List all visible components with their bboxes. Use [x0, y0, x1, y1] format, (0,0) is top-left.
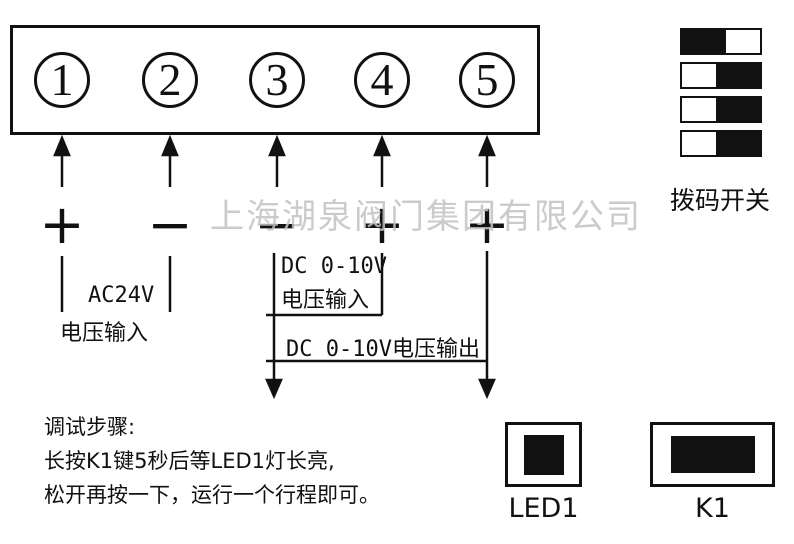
dip-switch-1-knob [682, 30, 726, 53]
dc-output-label: DC 0-10V电压输出 [286, 337, 480, 362]
terminal-1-number: 1 [50, 54, 74, 105]
terminal-1: 1 [34, 52, 90, 108]
led1-indicator [505, 422, 582, 487]
ac-voltage-label-line1: AC24V [88, 283, 155, 308]
dc-down-arrowhead-right [478, 378, 496, 400]
k1-button [650, 422, 775, 487]
terminal-up-arrows [53, 134, 496, 187]
watermark-text: 上海湖泉阀门集团有限公司 [210, 197, 642, 237]
dip-switch-2-knob [716, 64, 760, 87]
terminal-5-number: 5 [475, 54, 499, 105]
k1-label: K1 [695, 493, 730, 524]
dip-switch-4 [680, 130, 762, 157]
instructions-line2: 松开再按一下，运行一个行程即可。 [44, 483, 380, 507]
instructions-line1: 长按K1键5秒后等LED1灯长亮, [44, 449, 335, 473]
ac-voltage-label-line2: 电压输入 [60, 321, 149, 346]
polarity-terminal-1: + [39, 193, 85, 256]
dc-down-arrowhead-left [265, 378, 283, 400]
instructions-title: 调试步骤: [44, 415, 136, 439]
terminal-block: 1 2 3 4 5 [10, 25, 540, 135]
led1-square [523, 434, 564, 475]
k1-button-rect [670, 436, 755, 473]
dip-switch-1 [680, 28, 762, 55]
dip-switch-4-knob [716, 132, 760, 155]
terminal-4-number: 4 [370, 54, 394, 105]
dc-input-label-line2: 电压输入 [281, 288, 370, 313]
terminal-4: 4 [354, 52, 410, 108]
polarity-terminal-4: + [359, 193, 405, 256]
led1-label: LED1 [508, 493, 579, 524]
dip-switch-label: 拨码开关 [670, 186, 771, 215]
dc-input-label-line1: DC 0-10V [281, 254, 387, 279]
terminal-2: 2 [142, 52, 198, 108]
terminal-2-number: 2 [158, 54, 182, 105]
dip-switch-3 [680, 96, 762, 123]
polarity-terminal-3: − [254, 193, 300, 256]
polarity-terminal-5: + [464, 193, 510, 256]
terminal-3-number: 3 [265, 54, 289, 105]
terminal-5: 5 [459, 52, 515, 108]
terminal-3: 3 [249, 52, 305, 108]
polarity-terminal-2: − [147, 193, 193, 256]
dip-switch-3-knob [716, 98, 760, 121]
dip-switch-2 [680, 62, 762, 89]
